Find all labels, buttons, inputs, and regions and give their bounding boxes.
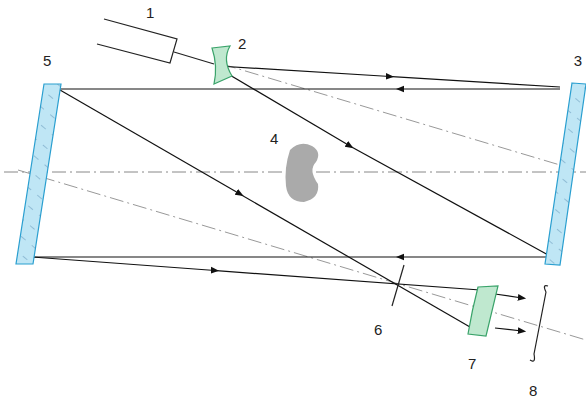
diverging-lens — [212, 46, 232, 84]
callout-number: 7 — [468, 356, 476, 371]
optical-axis — [4, 64, 586, 340]
callout-number: 1 — [146, 5, 154, 20]
object — [286, 144, 319, 202]
callout-number: 8 — [529, 383, 537, 398]
lens — [468, 286, 498, 336]
mirror — [545, 83, 586, 265]
callout-number: 2 — [238, 36, 246, 51]
callout-number: 4 — [270, 131, 278, 146]
callout-number: 5 — [43, 53, 51, 68]
mirror — [16, 84, 61, 264]
callout-number: 3 — [574, 53, 582, 68]
photographic-plate — [530, 286, 548, 362]
callout-number: 6 — [374, 322, 382, 337]
aperture — [392, 265, 404, 306]
laser — [97, 19, 214, 64]
